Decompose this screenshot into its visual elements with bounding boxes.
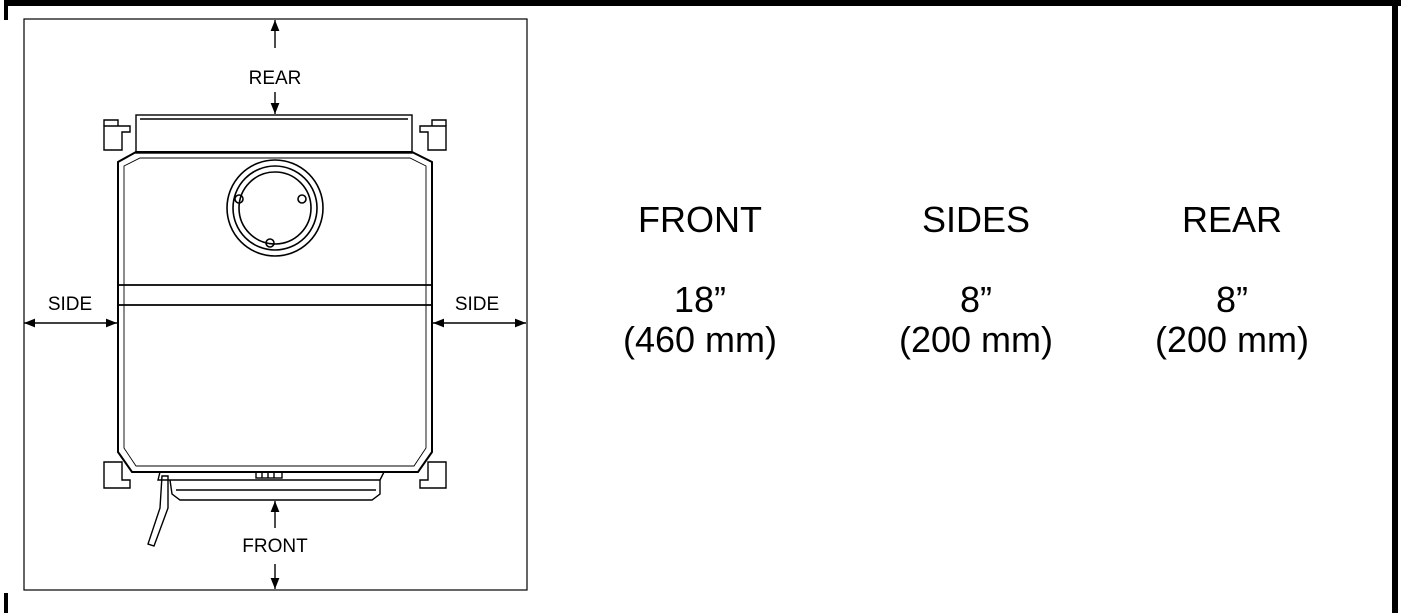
clearance-column-sides: SIDES 8” (200 mm) (836, 200, 1116, 360)
side-left-label: SIDE (48, 294, 92, 315)
clearance-header: FRONT (638, 199, 762, 240)
clearance-mm: (200 mm) (898, 319, 1054, 360)
clearance-diagram: REAR FRONT SIDE SIDE (23, 18, 528, 591)
frame-top-border (4, 0, 1401, 6)
frame-right-border (1392, 0, 1398, 613)
appliance-body (117, 151, 433, 473)
side-right-label: SIDE (455, 294, 499, 315)
frame-corner-tick-top (4, 0, 8, 20)
flue-collar (226, 159, 324, 257)
clearance-inches: 18” (673, 279, 727, 320)
clearance-mm: (200 mm) (1154, 319, 1310, 360)
corner-feet (103, 119, 447, 489)
front-ash-pan (157, 471, 385, 501)
clearance-mm: (460 mm) (622, 319, 778, 360)
clearance-header: REAR (1181, 199, 1283, 240)
clearance-table: FRONT 18” (460 mm) SIDES 8” (200 mm) REA… (560, 200, 1370, 420)
clearance-column-rear: REAR 8” (200 mm) (1092, 200, 1372, 360)
clearance-header: SIDES (921, 199, 1031, 240)
rear-top-bar (135, 114, 413, 154)
front-label: FRONT (242, 536, 308, 557)
clearance-inches: 8” (959, 279, 992, 320)
clearance-boundary (23, 18, 528, 591)
clearance-inches: 8” (1215, 279, 1248, 320)
frame-corner-tick-bottom (4, 593, 8, 613)
handle-rod (147, 475, 169, 547)
rear-label: REAR (249, 68, 302, 89)
clearance-column-front: FRONT 18” (460 mm) (560, 200, 840, 360)
